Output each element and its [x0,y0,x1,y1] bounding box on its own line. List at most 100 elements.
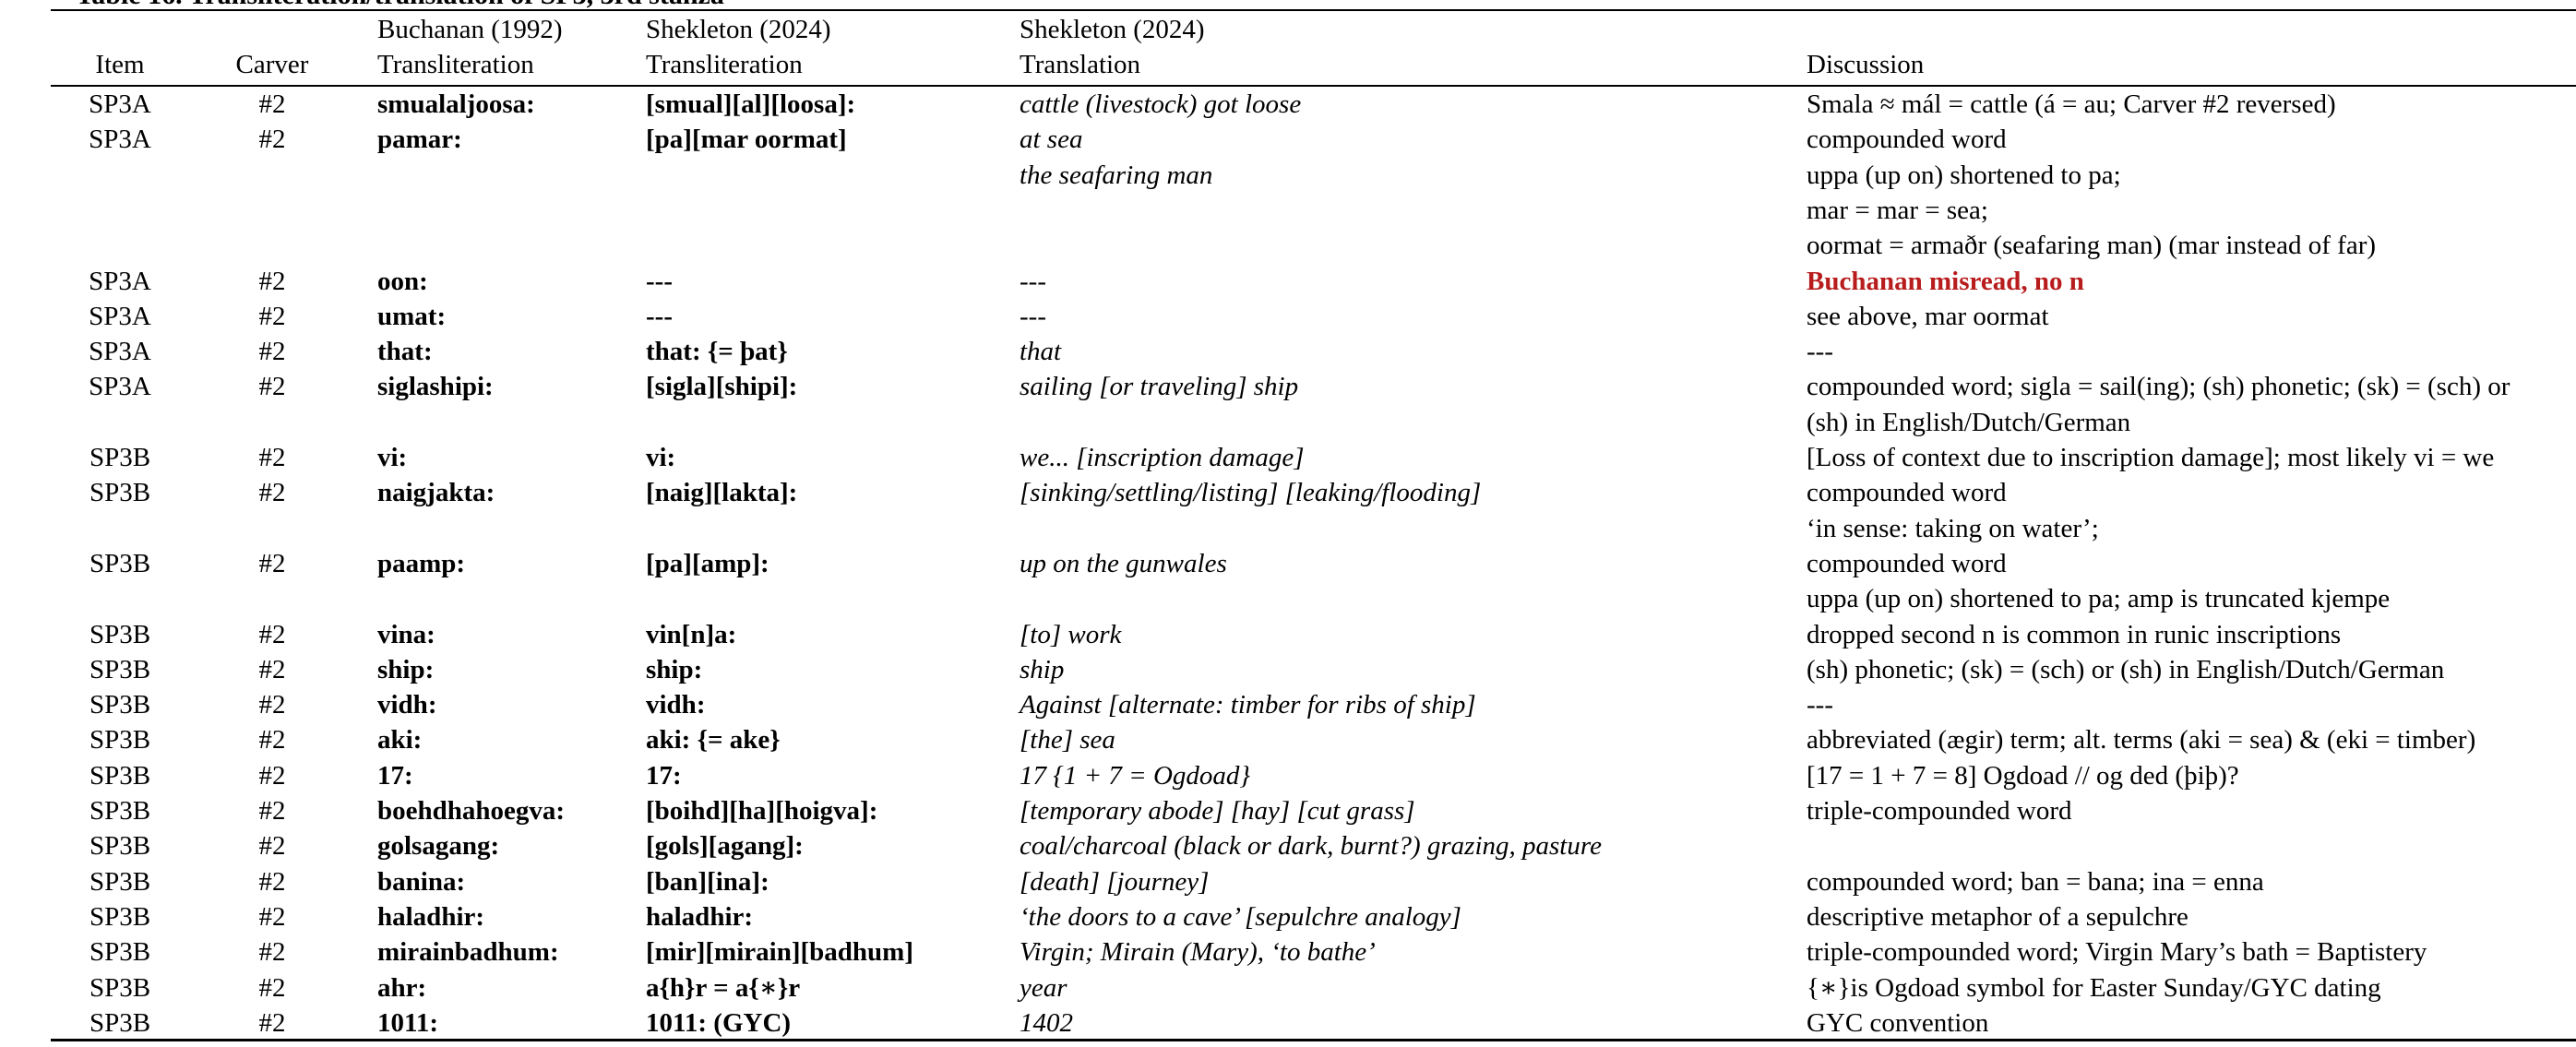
table-bottom-rule [51,1039,2576,1041]
buchanan-translit-cell: 1011: [377,1007,439,1038]
shekleton-translation-cell: --- [1020,301,1046,331]
discussion-cell: compounded word; sigla = sail(ing); (sh)… [1807,372,2510,402]
shekleton-translation-cell: 1402 [1020,1007,1073,1038]
buchanan-translit-cell: boehdhahoegva: [377,796,566,826]
carver-cell: #2 [258,760,286,791]
carver-cell: #2 [258,478,286,508]
shekleton-translit-cell: [pa][mar oormat] [646,125,847,155]
shekleton-translit-cell: 17: [646,760,682,791]
carver-cell: #2 [258,337,286,367]
header-buchanan-1: Buchanan (1992) [377,15,563,44]
table-caption: Table 16. Transliteration/translation of… [76,0,724,11]
shekleton-translit-cell: [pa][amp]: [646,548,769,578]
shekleton-translation-cell: that [1020,337,1062,367]
carver-cell: #2 [258,937,286,968]
buchanan-translit-cell: naigjakta: [377,478,495,508]
item-cell: SP3B [89,1007,151,1038]
item-cell: SP3B [89,901,151,932]
shekleton-translit-cell: [naig][lakta]: [646,478,798,508]
item-cell: SP3A [89,372,151,402]
buchanan-translit-cell: smualaljoosa: [377,89,535,119]
buchanan-translit-cell: that: [377,337,433,367]
discussion-cell: ‘in sense: taking on water’; [1807,513,2099,543]
item-cell: SP3B [89,866,151,897]
shekleton-translit-cell: [ban][ina]: [646,866,769,897]
discussion-cell: triple-compounded word [1807,796,2072,826]
table-row: (sh) in English/Dutch/German [0,405,2576,440]
shekleton-translit-cell: [mir][mirain][badhum] [646,937,913,968]
discussion-cell: Smala ≈ mál = cattle (á = au; Carver #2 … [1807,89,2336,119]
item-cell: SP3B [89,760,151,791]
shekleton-translation-cell: sailing [or traveling] ship [1020,372,1299,402]
item-cell: SP3B [89,478,151,508]
header-rule [51,85,2576,87]
discussion-cell: Buchanan misread, no n [1807,266,2084,296]
carver-cell: #2 [258,796,286,826]
discussion-cell: descriptive metaphor of a sepulchre [1807,901,2188,932]
header-shekleton-translit-1: Shekleton (2024) [646,15,831,44]
shekleton-translation-cell: year [1020,972,1067,1003]
header-discussion: Discussion [1807,50,1925,79]
carver-cell: #2 [258,725,286,756]
buchanan-translit-cell: oon: [377,266,428,296]
carver-cell: #2 [258,972,286,1003]
item-cell: SP3B [89,725,151,756]
carver-cell: #2 [258,125,286,155]
item-cell: SP3B [89,443,151,472]
item-cell: SP3A [89,89,151,119]
item-cell: SP3A [89,337,151,367]
discussion-cell: see above, mar oormat [1807,301,2049,331]
buchanan-translit-cell: banina: [377,866,466,897]
buchanan-translit-cell: siglashipi: [377,372,494,402]
carver-cell: #2 [258,690,286,720]
shekleton-translation-cell: we... [inscription damage] [1020,443,1305,472]
shekleton-translation-cell: the seafaring man [1020,160,1213,190]
buchanan-translit-cell: haladhir: [377,901,485,932]
header-shekleton-transl-2: Translation [1020,50,1141,79]
item-cell: SP3A [89,125,151,155]
shekleton-translit-cell: a{h}r = a{∗}r [646,972,801,1003]
header-shekleton-transl-1: Shekleton (2024) [1020,15,1205,44]
discussion-cell: compounded word [1807,478,2007,508]
buchanan-translit-cell: mirainbadhum: [377,937,559,968]
discussion-cell: abbreviated (ægir) term; alt. terms (aki… [1807,725,2476,756]
shekleton-translit-cell: [boihd][ha][hoigva]: [646,796,878,826]
buchanan-translit-cell: paamp: [377,548,466,578]
carver-cell: #2 [258,831,286,862]
shekleton-translation-cell: coal/charcoal (black or dark, burnt?) gr… [1020,831,1602,862]
shekleton-translit-cell: --- [646,266,673,296]
carver-cell: #2 [258,654,286,684]
discussion-cell: mar = mar = sea; [1807,195,1988,225]
carver-cell: #2 [258,372,286,402]
table-row: ‘in sense: taking on water’; [0,511,2576,546]
buchanan-translit-cell: golsagang: [377,831,500,862]
carver-cell: #2 [258,301,286,331]
item-cell: SP3B [89,654,151,684]
item-cell: SP3B [89,619,151,649]
discussion-cell: compounded word [1807,125,2007,155]
item-cell: SP3B [89,972,151,1003]
carver-cell: #2 [258,866,286,897]
discussion-cell: [Loss of context due to inscription dama… [1807,443,2495,472]
shekleton-translit-cell: that: {= þat} [646,337,788,367]
shekleton-translation-cell: [temporary abode] [hay] [cut grass] [1020,796,1415,826]
item-cell: SP3A [89,266,151,296]
carver-cell: #2 [258,901,286,932]
carver-cell: #2 [258,89,286,119]
shekleton-translit-cell: --- [646,301,673,331]
discussion-cell: {∗}is Ogdoad symbol for Easter Sunday/GY… [1807,972,2381,1003]
shekleton-translit-cell: vi: [646,443,676,472]
shekleton-translit-cell: [smual][al][loosa]: [646,89,856,119]
